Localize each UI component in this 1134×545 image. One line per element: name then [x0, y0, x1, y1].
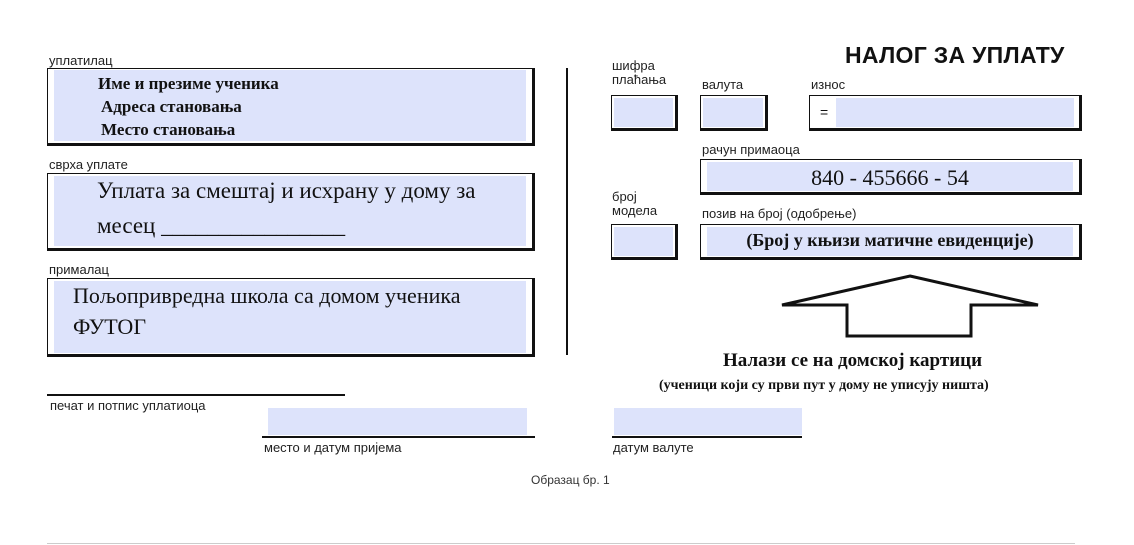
account-box	[700, 159, 1082, 195]
payment-code-label-1: шифра	[612, 58, 655, 73]
account-value: 840 - 455666 - 54	[811, 165, 969, 190]
arrow-up-icon	[781, 274, 1039, 338]
note-main: Налази се на домској картици	[723, 350, 983, 371]
purpose-field[interactable]	[54, 176, 526, 246]
purpose-line-2: месец ________________	[97, 213, 346, 238]
place-date-field[interactable]	[268, 408, 527, 435]
value-date-field[interactable]	[614, 408, 802, 435]
account-label: рачун примаоца	[702, 142, 800, 157]
payer-name: Име и презиме ученика	[98, 74, 279, 93]
purpose-line-1: Уплата за смештај и исхрану у дому за	[97, 178, 476, 203]
reference-label: позив на број (одобрење)	[702, 206, 857, 221]
amount-prefix: =	[820, 104, 829, 120]
reference-field[interactable]	[707, 227, 1073, 256]
payer-city: Место становања	[101, 120, 236, 139]
payment-code-label-2: плаћања	[612, 72, 667, 87]
currency-box	[700, 95, 768, 131]
value-date-line	[612, 436, 802, 438]
form-number: Образац бр. 1	[531, 473, 610, 487]
value-date-label: датум валуте	[613, 440, 694, 455]
reference-box	[700, 224, 1082, 260]
vertical-divider	[566, 68, 568, 355]
model-label-1: број	[612, 189, 637, 204]
bottom-divider	[47, 543, 1075, 544]
currency-label: валута	[702, 77, 744, 92]
signature-label: печат и потпис уплатиоца	[50, 398, 206, 413]
payer-label: уплатилац	[49, 53, 113, 68]
reference-value: (Број у књизи матичне евиденције)	[746, 230, 1034, 250]
payment-code-box	[611, 95, 678, 131]
recipient-line-2: ФУТОГ	[73, 314, 147, 339]
form-title: НАЛОГ ЗА УПЛАТУ	[845, 42, 1065, 68]
payment-code-field[interactable]	[614, 98, 673, 127]
model-label-2: модела	[612, 203, 658, 218]
payer-box	[47, 68, 535, 146]
place-date-label: место и датум пријема	[264, 440, 402, 455]
account-field[interactable]	[707, 162, 1073, 191]
purpose-label: сврха уплате	[49, 157, 128, 172]
model-box	[611, 224, 678, 260]
recipient-field[interactable]	[54, 281, 526, 353]
recipient-line-1: Пољопривредна школа са домом ученика	[73, 283, 461, 308]
amount-box	[809, 95, 1082, 131]
amount-label: износ	[811, 77, 846, 92]
model-field[interactable]	[614, 227, 673, 256]
recipient-box	[47, 278, 535, 357]
currency-field[interactable]	[703, 98, 763, 127]
amount-field[interactable]	[836, 98, 1074, 127]
signature-line	[47, 394, 345, 396]
payer-address: Адреса становања	[101, 97, 242, 116]
purpose-box	[47, 173, 535, 251]
note-sub: (ученици који су први пут у дому не упис…	[659, 378, 989, 393]
payer-field[interactable]	[54, 70, 526, 141]
recipient-label: прималац	[49, 262, 109, 277]
place-date-line	[262, 436, 535, 438]
